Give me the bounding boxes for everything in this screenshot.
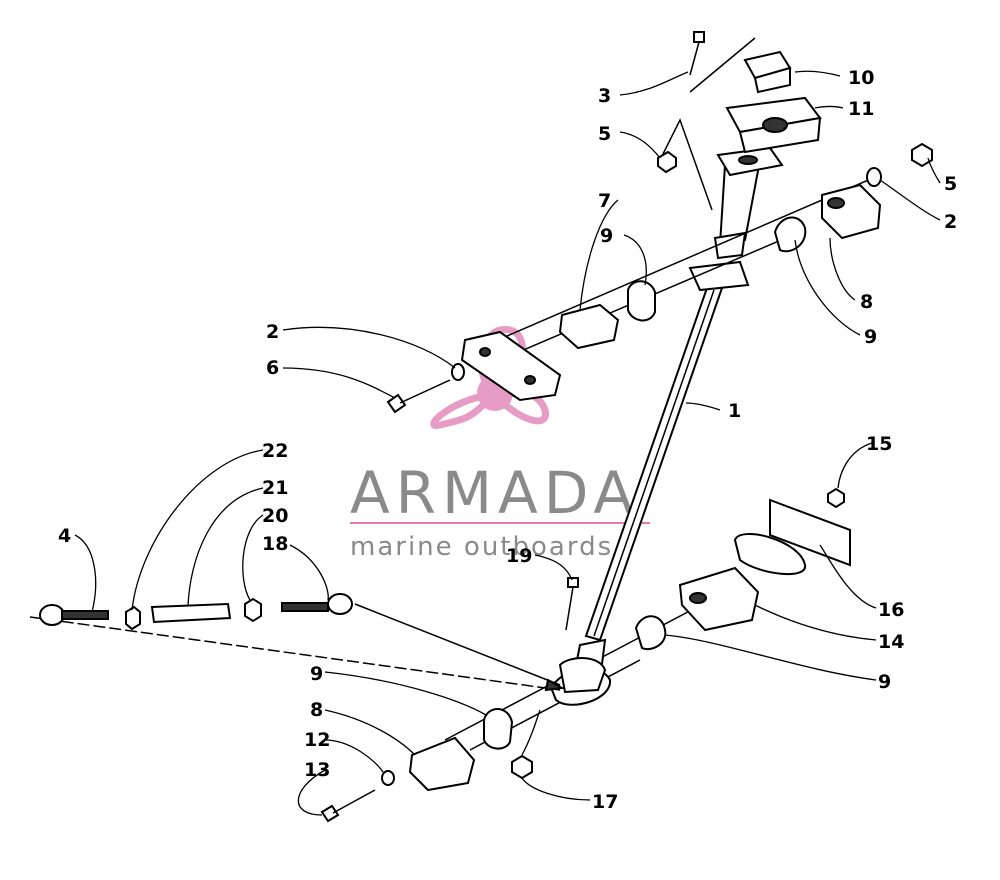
callout-4: 3: [598, 85, 611, 107]
bolt-4: [689, 31, 705, 76]
watermark-brand: ARMADA: [350, 459, 639, 527]
callout-21: 21: [262, 477, 288, 499]
tie-rod-link: [354, 603, 561, 686]
callout-15: 15: [866, 433, 892, 455]
callout-16: 16: [878, 599, 904, 621]
nut-5-right: [911, 142, 933, 168]
callout-3: 4: [58, 525, 71, 547]
callout-9-upper-right: 9: [864, 326, 877, 348]
callout-9-upper-left: 9: [600, 225, 613, 247]
bushing-9-upper-right: [773, 216, 807, 253]
jam-nut-22: [125, 605, 141, 631]
callout-12: 12: [304, 729, 330, 751]
upper-axis-line: [469, 174, 881, 353]
tie-rod-end-3: [39, 604, 109, 626]
tie-rod-end-18: [281, 593, 353, 615]
clamp-upper-10: [743, 50, 792, 94]
callout-13: 13: [304, 759, 330, 781]
callout-22: 22: [262, 440, 288, 462]
callout-8-lower: 8: [310, 699, 323, 721]
callout-17: 17: [592, 791, 618, 813]
clamp-8-lower: [408, 736, 476, 792]
bushing-9-lower-right: [634, 615, 667, 650]
callout-18: 18: [262, 533, 288, 555]
bolt-13: [320, 789, 376, 823]
callout-7: 7: [598, 190, 611, 212]
callout-9-lower-left: 9: [310, 663, 323, 685]
clamp-7: [558, 303, 620, 350]
callout-2-left: 2: [266, 321, 279, 343]
washer-2-right: [866, 167, 882, 187]
zigzag-line: [689, 37, 756, 93]
nut-5-left: [657, 150, 677, 174]
callout-6: 6: [266, 357, 279, 379]
callout-5-left: 5: [598, 123, 611, 145]
upper-column-bracket: [688, 146, 784, 292]
left-bracket: [460, 330, 562, 402]
plate-16: [733, 498, 851, 576]
washer-12: [381, 770, 395, 786]
tie-rod-axis: [29, 616, 561, 691]
watermark-tagline: marine outboards: [350, 532, 613, 562]
callout-11: 11: [848, 98, 874, 120]
callout-1: 1: [728, 400, 741, 422]
lower-shaft-base: [550, 638, 612, 706]
callout-8-upper: 8: [860, 291, 873, 313]
callout-2-right: 2: [944, 211, 957, 233]
callout-5-right: 5: [944, 173, 957, 195]
jam-nut-20: [244, 597, 262, 623]
tie-rod-arrow: [544, 678, 566, 692]
clamp-lower-11: [725, 96, 822, 154]
callout-9-lower-right: 9: [878, 671, 891, 693]
bushing-9-upper-left: [627, 280, 656, 322]
callout-labels: 3 10 11 5 5 2 7 9 8 9 2 6 1 22 21 20 18 …: [58, 67, 957, 813]
zigzag-line-2: [659, 118, 713, 211]
bolt-19: [565, 577, 579, 631]
callout-20: 20: [262, 505, 288, 527]
callout-10: 10: [848, 67, 874, 89]
leader-lines: [74, 70, 941, 816]
callout-14: 14: [878, 631, 904, 653]
bushing-9-lower-left: [483, 708, 514, 750]
clamp-14: [678, 566, 760, 632]
bolt-6: [386, 379, 451, 414]
sleeve-21: [150, 602, 232, 624]
callout-19: 19: [506, 545, 532, 567]
nut-15: [827, 487, 845, 509]
clamp-8-upper: [821, 183, 882, 240]
nut-17: [511, 754, 533, 780]
